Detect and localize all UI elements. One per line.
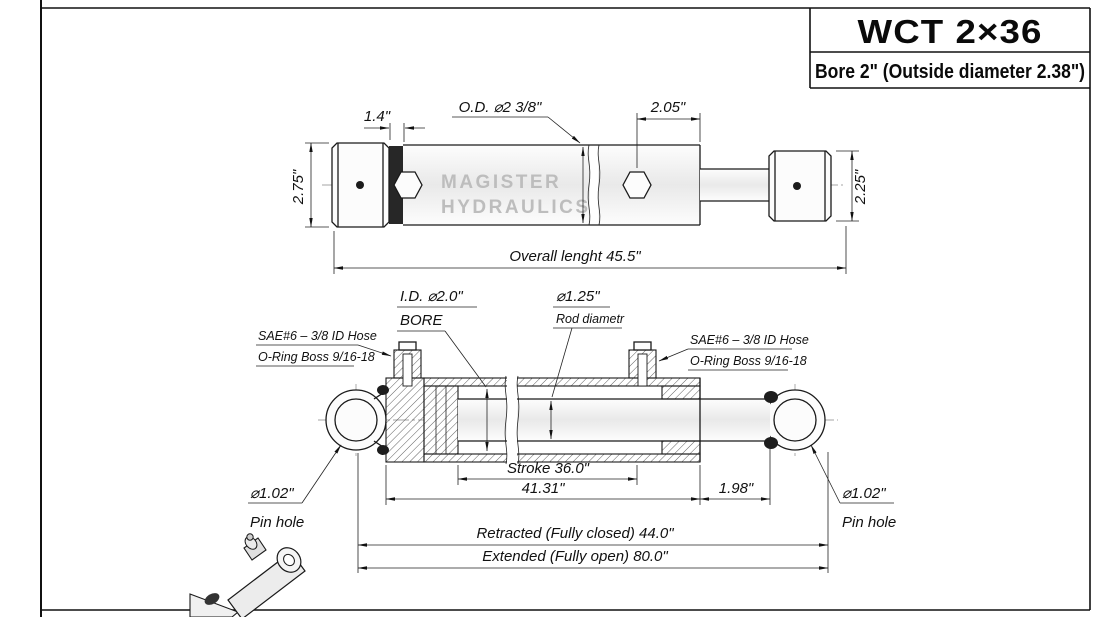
pin-hole-label-left: ⌀1.02" Pin hole	[248, 444, 342, 531]
sae-right-line1-text: SAE#6 – 3/8 ID Hose	[690, 333, 809, 347]
sae-left-line1-text: SAE#6 – 3/8 ID Hose	[258, 329, 377, 343]
rod-dia-text: ⌀1.25"	[556, 288, 600, 305]
stroke-dim-text: Stroke 36.0"	[507, 460, 590, 477]
right-hex-plug	[622, 171, 652, 199]
watermark-line1: MAGISTER	[441, 172, 561, 193]
sae-port-label-left: SAE#6 – 3/8 ID Hose O-Ring Boss 9/16-18	[256, 329, 392, 367]
dim-stroke: Stroke 36.0"	[457, 460, 638, 485]
dim-left-height: 2.75"	[290, 142, 329, 228]
rod-name-text: Rod diametr	[556, 312, 625, 326]
od-label-text: O.D. ⌀2 3/8"	[459, 99, 542, 116]
rod-diameter-label: ⌀1.25" Rod diametr	[549, 288, 625, 440]
id-bore-label: I.D. ⌀2.0" BORE	[397, 288, 489, 452]
gland-bottom	[661, 440, 701, 455]
barrel-wall-top	[423, 377, 701, 387]
grease-zerk	[246, 533, 254, 541]
dim-tube-length: 41.31"	[385, 465, 701, 505]
rod-extend-dim-text: 1.98"	[719, 480, 754, 497]
right-port	[628, 341, 657, 387]
weld-right-top	[764, 391, 778, 403]
bore-label-text: BORE	[400, 312, 444, 329]
dim-right-height-text: 2.25"	[852, 169, 869, 205]
pin-end-dark	[204, 593, 220, 605]
section-view: I.D. ⌀2.0" BORE ⌀1.25" Rod diametr SAE#6…	[248, 288, 896, 573]
dim-right-height: 2.25"	[836, 150, 869, 222]
left-pin-hole	[334, 398, 378, 442]
tube-length-dim-text: 41.31"	[522, 480, 566, 497]
dim-port-offset-text: 2.05"	[650, 99, 686, 116]
left-hex-plug	[393, 171, 423, 199]
tube-end-hole	[283, 553, 295, 567]
dim-retracted: Retracted (Fully closed) 44.0"	[357, 452, 829, 573]
gland-top	[661, 385, 701, 400]
model-subtitle: Bore 2" (Outside diameter 2.38")	[815, 61, 1085, 83]
sae-port-label-right: SAE#6 – 3/8 ID Hose O-Ring Boss 9/16-18	[658, 333, 809, 371]
weld-left-top	[377, 385, 389, 395]
title-block: WCT 2×36 Bore 2" (Outside diameter 2.38"…	[809, 8, 1090, 89]
id-label-text: I.D. ⌀2.0"	[400, 288, 463, 305]
dim-tube-width: 1.4"	[364, 108, 425, 142]
dim-tube-width-text: 1.4"	[364, 108, 391, 125]
pin-right-label-text: Pin hole	[842, 514, 896, 531]
pin-left-dia-text: ⌀1.02"	[250, 485, 294, 502]
sae-right-line2-text: O-Ring Boss 9/16-18	[690, 354, 807, 368]
weld-right-bottom	[764, 437, 778, 449]
side-view: MAGISTER HYDRAULICS 1.4"	[290, 99, 869, 274]
iso-clevis-sketch	[189, 533, 306, 617]
dim-left-height-text: 2.75"	[290, 169, 307, 205]
model-title: WCT 2×36	[858, 13, 1043, 50]
right-zerk-dot	[793, 182, 801, 190]
sae-left-line2-text: O-Ring Boss 9/16-18	[258, 350, 375, 364]
right-pin-hole	[773, 398, 817, 442]
base-cap-section	[385, 377, 425, 463]
overall-length-text: Overall lenght 45.5"	[509, 248, 641, 265]
dim-rod-extend: 1.98"	[699, 447, 771, 505]
weld-left-bottom	[377, 445, 389, 455]
dim-extended: Extended (Fully open) 80.0"	[357, 548, 829, 570]
pin-right-dia-text: ⌀1.02"	[842, 485, 886, 502]
od-label: O.D. ⌀2 3/8"	[452, 99, 585, 224]
left-port	[393, 341, 422, 387]
pin-left-label-text: Pin hole	[250, 514, 304, 531]
piston-section	[423, 385, 459, 455]
extended-dim-text: Extended (Fully open) 80.0"	[482, 548, 668, 565]
dim-overall-length: Overall lenght 45.5"	[333, 226, 847, 274]
watermark-line2: HYDRAULICS	[441, 197, 591, 218]
left-zerk-dot	[356, 181, 364, 189]
pin-hole-label-right: ⌀1.02" Pin hole	[810, 444, 896, 531]
retracted-dim-text: Retracted (Fully closed) 44.0"	[476, 525, 674, 542]
dim-port-offset: 2.05"	[636, 99, 701, 168]
